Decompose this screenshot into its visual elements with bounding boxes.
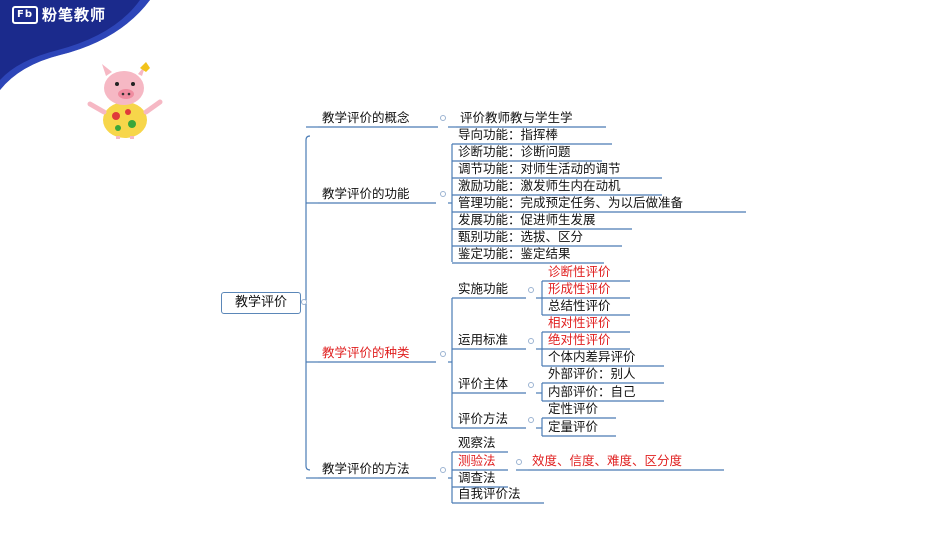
types-item: 外部评价：别人 [548, 366, 636, 381]
branch-concept: 教学评价的概念 [322, 110, 410, 125]
test-method-detail: 效度、信度、难度、区分度 [532, 453, 683, 468]
function-item: 发展功能：促进师生发展 [458, 212, 596, 227]
mindmap-root: 教学评价 [221, 292, 301, 314]
brand-logo: Fb 粉笔教师 [12, 4, 106, 25]
types-item: 个体内差异评价 [548, 349, 636, 364]
function-item: 鉴定功能：鉴定结果 [458, 246, 571, 261]
types-item: 内部评价：自己 [548, 384, 636, 399]
function-item: 甄别功能：选拔、区分 [458, 229, 584, 244]
types-item: 相对性评价 [548, 315, 611, 330]
function-item: 导向功能：指挥棒 [458, 127, 559, 142]
types-group-label: 评价方法 [458, 411, 509, 426]
types-group-label: 实施功能 [458, 281, 509, 296]
branch-methods: 教学评价的方法 [322, 461, 410, 476]
brand-logo-icon: Fb [12, 5, 38, 24]
function-item: 管理功能：完成预定任务、为以后做准备 [458, 195, 684, 210]
concept-item: 评价教师教与学生学 [460, 110, 573, 125]
methods-item: 调查法 [458, 470, 496, 485]
types-item: 定量评价 [548, 419, 599, 434]
types-item: 形成性评价 [548, 281, 611, 296]
types-item: 诊断性评价 [548, 264, 611, 279]
types-item: 定性评价 [548, 401, 599, 416]
methods-item: 观察法 [458, 435, 496, 450]
brand-name: 粉笔教师 [42, 6, 107, 24]
function-item: 激励功能：激发师生内在动机 [458, 178, 621, 193]
pig-mascot-illustration [87, 62, 163, 139]
types-item: 绝对性评价 [548, 332, 611, 347]
function-item: 诊断功能：诊断问题 [458, 144, 571, 159]
types-item: 总结性评价 [548, 298, 611, 313]
branch-types: 教学评价的种类 [322, 345, 410, 360]
types-group-label: 评价主体 [458, 376, 509, 391]
branch-function: 教学评价的功能 [322, 186, 410, 201]
methods-item: 测验法 [458, 453, 496, 468]
types-group-label: 运用标准 [458, 332, 509, 347]
methods-item: 自我评价法 [458, 486, 521, 501]
function-item: 调节功能：对师生活动的调节 [458, 161, 621, 176]
